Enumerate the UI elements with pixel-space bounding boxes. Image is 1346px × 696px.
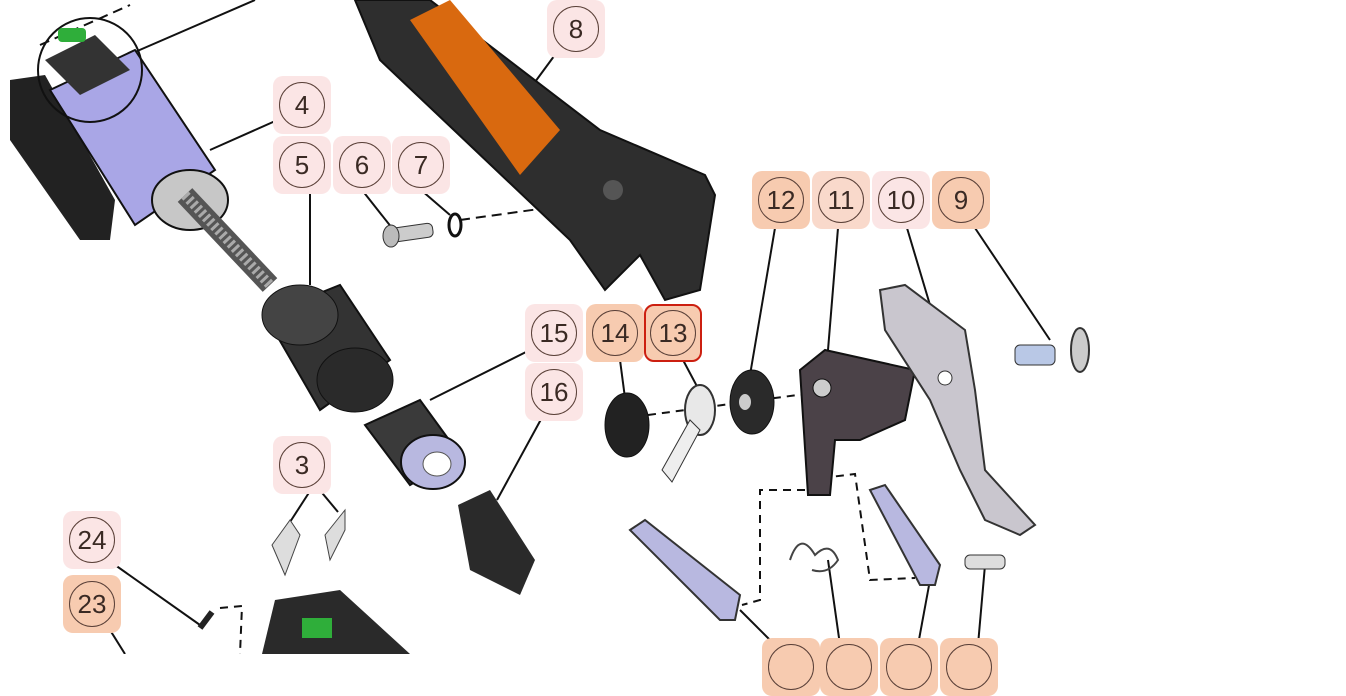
exploded-parts-drawing	[10, 0, 1090, 654]
callout-5[interactable]: 5	[273, 136, 331, 194]
callout-ring	[886, 644, 932, 690]
callout-label: 11	[818, 177, 864, 223]
link-parts	[197, 483, 1006, 654]
callout-14[interactable]: 14	[586, 304, 644, 362]
callout-10[interactable]: 10	[872, 171, 930, 229]
callout-6[interactable]: 6	[333, 136, 391, 194]
callout-label: 16	[531, 369, 577, 415]
screw-part	[382, 212, 463, 248]
callout-ring	[768, 644, 814, 690]
callout-cut-off[interactable]	[880, 638, 938, 696]
small-parts	[604, 369, 775, 483]
callout-label: 6	[339, 142, 385, 188]
callout-label: 15	[531, 310, 577, 356]
callout-label: 4	[279, 82, 325, 128]
callout-15[interactable]: 15	[525, 304, 583, 362]
callout-7[interactable]: 7	[392, 136, 450, 194]
callout-label: 3	[279, 442, 325, 488]
callout-9[interactable]: 9	[932, 171, 990, 229]
handle-part	[353, 0, 717, 302]
switch-part	[458, 490, 535, 595]
callout-12[interactable]: 12	[752, 171, 810, 229]
callout-ring	[826, 644, 872, 690]
callout-cut-off[interactable]	[762, 638, 820, 696]
callout-label: 8	[553, 6, 599, 52]
callout-label: 24	[69, 517, 115, 563]
callout-label: 12	[758, 177, 804, 223]
callout-4[interactable]: 4	[273, 76, 331, 134]
callout-13-selected[interactable]: 13	[644, 304, 702, 362]
nut-part	[363, 398, 466, 490]
callout-label: 9	[938, 177, 984, 223]
callout-cut-off[interactable]	[820, 638, 878, 696]
callout-cut-off[interactable]	[940, 638, 998, 696]
callout-label: 5	[279, 142, 325, 188]
callout-label: 7	[398, 142, 444, 188]
callout-16[interactable]: 16	[525, 363, 583, 421]
callout-label: 23	[69, 581, 115, 627]
blade-and-lever	[798, 283, 1090, 537]
sleeve-part	[261, 283, 394, 413]
callout-label: 14	[592, 310, 638, 356]
callout-24[interactable]: 24	[63, 511, 121, 569]
callout-label: 13	[650, 310, 696, 356]
leader-lines	[39, 0, 1051, 654]
callout-3[interactable]: 3	[273, 436, 331, 494]
callout-11[interactable]: 11	[812, 171, 870, 229]
motor-assembly	[10, 17, 278, 292]
callout-ring	[946, 644, 992, 690]
callout-8[interactable]: 8	[547, 0, 605, 58]
callout-label: 10	[878, 177, 924, 223]
callout-23[interactable]: 23	[63, 575, 121, 633]
